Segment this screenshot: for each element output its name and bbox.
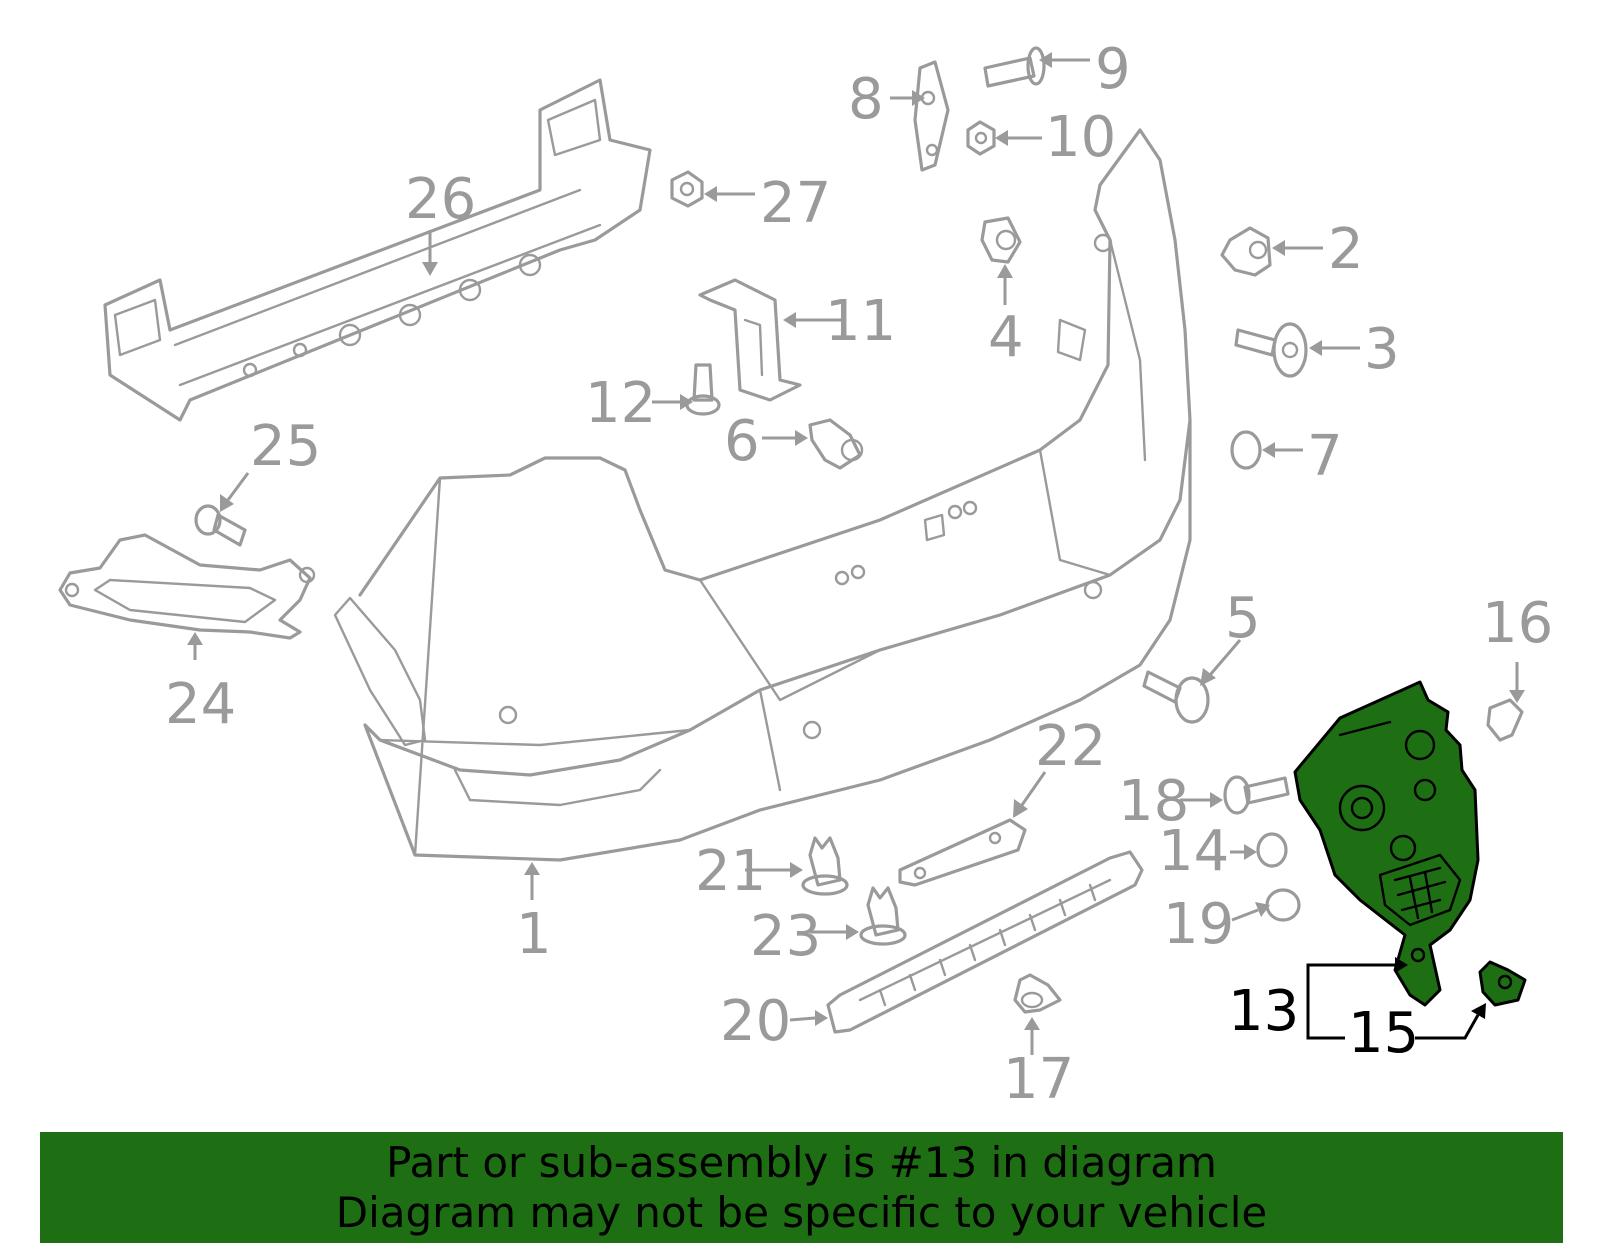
- callout-3: 3: [1364, 317, 1400, 382]
- part-13-highlighted-bracket: [1293, 680, 1480, 1007]
- callout-22: 22: [1035, 714, 1106, 779]
- callout-12: 12: [585, 371, 656, 436]
- part-17-clip: [1013, 973, 1062, 1014]
- part-19-plug: [1265, 888, 1301, 922]
- callout-4: 4: [988, 305, 1024, 370]
- part-22-trim-strip: [898, 818, 1027, 887]
- part-21-clip: [801, 836, 849, 896]
- callout-11: 11: [825, 289, 896, 354]
- banner-line-1: Part or sub-assembly is #13 in diagram: [386, 1137, 1217, 1187]
- part-27-nut: [670, 170, 704, 208]
- callout-25: 25: [250, 414, 321, 479]
- part-23-clip: [859, 886, 907, 946]
- part-3-bolt: [1234, 322, 1308, 378]
- banner-line-2: Diagram may not be specific to your vehi…: [335, 1187, 1268, 1237]
- part-8-bracket: [913, 60, 950, 172]
- part-26-bumper-reinforcement: [103, 78, 652, 422]
- callout-24: 24: [165, 672, 236, 737]
- callout-2: 2: [1328, 217, 1364, 282]
- part-16-clip: [1486, 698, 1524, 742]
- callout-7: 7: [1307, 424, 1343, 489]
- info-banner: Part or sub-assembly is #13 in diagram D…: [40, 1132, 1563, 1243]
- callout-21: 21: [695, 839, 766, 904]
- part-15-clip: [1478, 960, 1527, 1007]
- part-5-bolt: [1142, 670, 1210, 724]
- part-7-grommet: [1230, 430, 1262, 470]
- callout-5: 5: [1225, 586, 1261, 651]
- callout-8: 8: [848, 67, 884, 132]
- part-6-sensor: [808, 418, 864, 470]
- callout-16: 16: [1482, 591, 1553, 656]
- callout-17: 17: [1003, 1047, 1074, 1112]
- part-11-bracket: [698, 278, 802, 402]
- callout-20: 20: [720, 989, 791, 1054]
- part-20-mounting-bracket: [826, 850, 1144, 1034]
- part-4-clip: [980, 216, 1022, 264]
- callout-1: 1: [516, 902, 552, 967]
- part-24-reflector: [58, 533, 316, 640]
- callout-15: 15: [1348, 1001, 1419, 1066]
- callout-27: 27: [760, 171, 831, 236]
- callout-labels: 26 27 8 9 10 4 2 3 7 11 12 6 25 24 5 16 …: [165, 37, 1553, 1112]
- callout-18: 18: [1118, 769, 1189, 834]
- part-12-bolt: [685, 363, 721, 416]
- part-2-clip: [1220, 226, 1272, 277]
- callout-23: 23: [750, 904, 821, 969]
- part-10-nut: [966, 120, 996, 156]
- part-18-bolt: [1223, 775, 1290, 815]
- callout-13: 13: [1228, 979, 1299, 1044]
- part-1-rear-bumper-cover: [333, 128, 1192, 862]
- callout-10: 10: [1045, 105, 1116, 170]
- callout-19: 19: [1163, 892, 1234, 957]
- part-25-bolt: [194, 504, 247, 547]
- callout-9: 9: [1095, 37, 1131, 102]
- highlight-leader-lines: [1306, 957, 1486, 1040]
- leader-lines: [187, 52, 1525, 1055]
- callout-6: 6: [724, 409, 760, 474]
- part-14-washer: [1256, 832, 1288, 868]
- callout-14: 14: [1158, 819, 1229, 884]
- callout-26: 26: [405, 167, 476, 232]
- part-9-screw: [983, 46, 1046, 88]
